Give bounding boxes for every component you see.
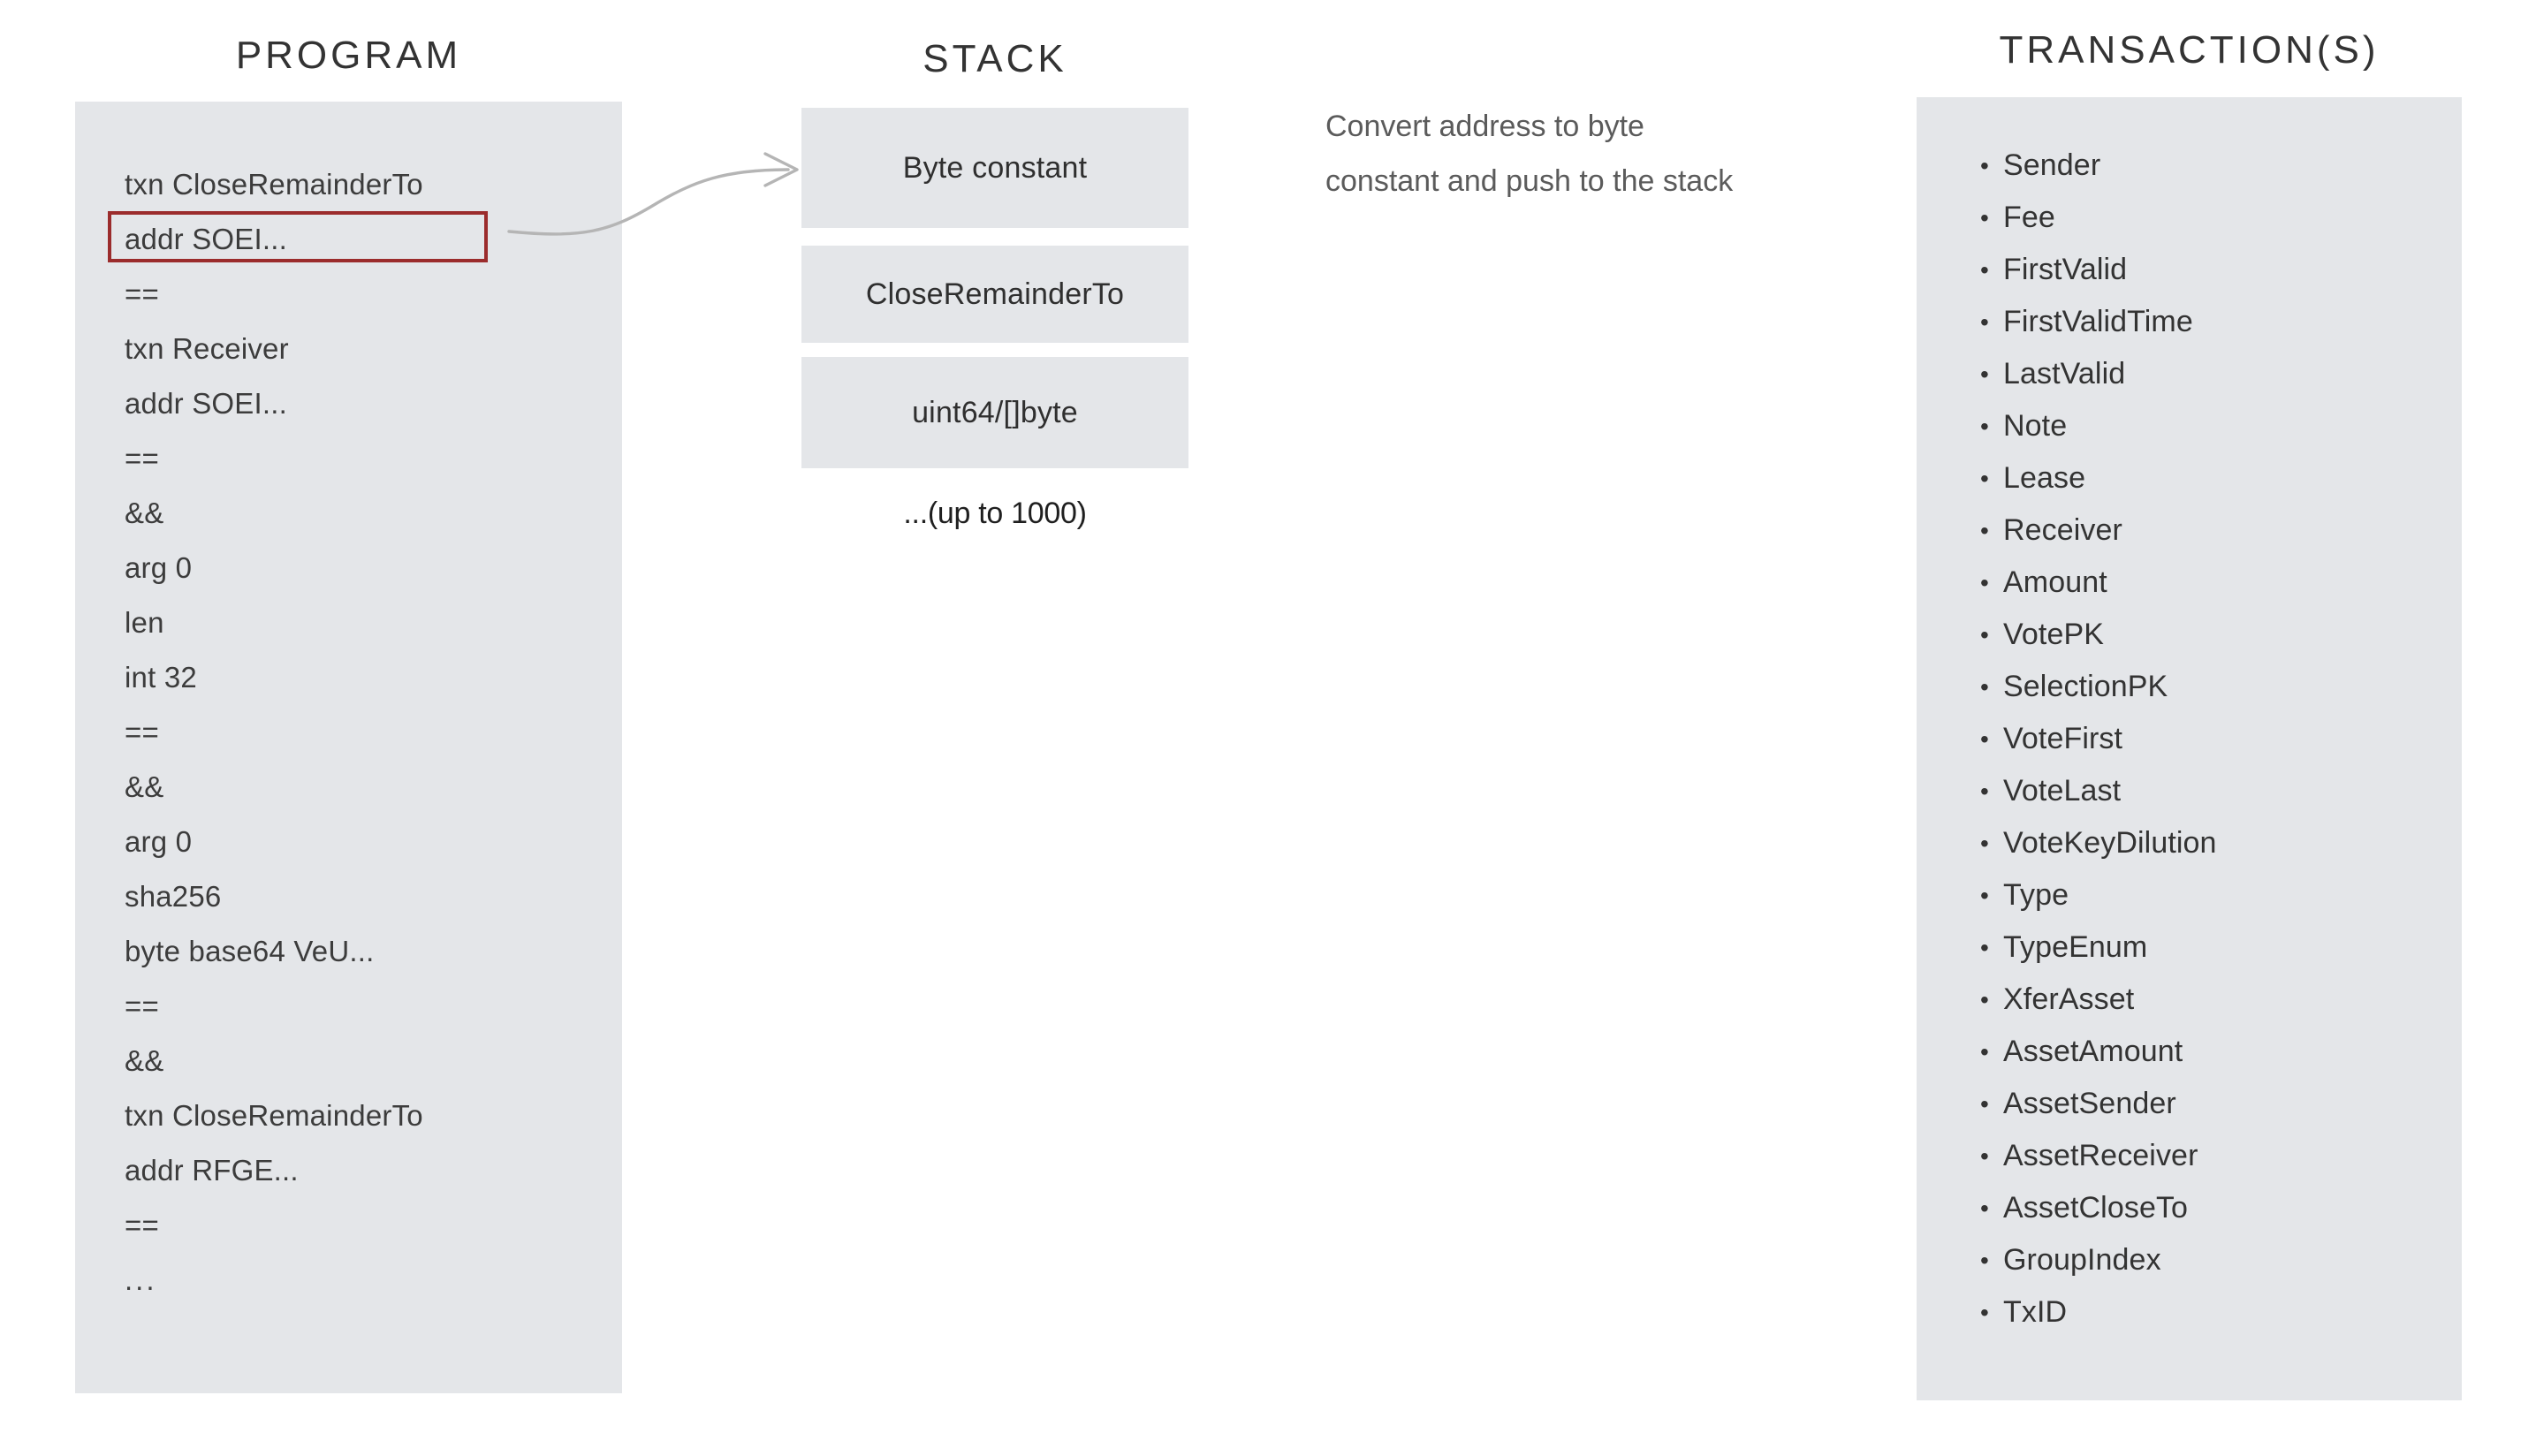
program-code-line-text: && xyxy=(125,497,164,529)
program-code-line-text: == xyxy=(125,990,159,1022)
program-code-line-text: addr SOEI... xyxy=(125,223,287,255)
program-code-line-text: == xyxy=(125,1209,159,1241)
transaction-field-item: Receiver xyxy=(1980,504,2462,557)
program-code-line: == xyxy=(125,267,622,322)
transaction-field-item: VoteLast xyxy=(1980,765,2462,817)
transaction-field-list: SenderFeeFirstValidFirstValidTimeLastVal… xyxy=(1917,97,2462,1338)
program-code-line-text: int 32 xyxy=(125,661,197,694)
program-code-line: arg 0 xyxy=(125,541,622,595)
transaction-field-item: LastValid xyxy=(1980,348,2462,400)
program-code-line-text: == xyxy=(125,277,159,310)
transaction-field-item: AssetCloseTo xyxy=(1980,1182,2462,1234)
program-code-line-text: arg 0 xyxy=(125,551,193,584)
program-code-line-text: && xyxy=(125,770,164,803)
program-code-line: arg 0 xyxy=(125,815,622,869)
program-code-line: addr RFGE... xyxy=(125,1143,622,1198)
program-code-line: && xyxy=(125,760,622,815)
stack-column-title: STACK xyxy=(923,37,1067,80)
transaction-field-item: Sender xyxy=(1980,140,2462,192)
program-code-line-highlighted: addr SOEI... xyxy=(108,211,622,267)
program-code-line-text: txn CloseRemainderTo xyxy=(125,168,423,201)
transaction-field-item: AssetReceiver xyxy=(1980,1130,2462,1182)
stack-item-uint64-bytes: uint64/[]byte xyxy=(801,357,1188,468)
program-code-line: byte base64 VeU... xyxy=(125,924,622,979)
program-code-line-text: byte base64 VeU... xyxy=(125,935,375,967)
program-code-line-text: && xyxy=(125,1044,164,1077)
transaction-field-item: FirstValid xyxy=(1980,244,2462,296)
program-code-line-text: len xyxy=(125,606,164,639)
transaction-field-item: AssetAmount xyxy=(1980,1026,2462,1078)
transaction-field-item: GroupIndex xyxy=(1980,1234,2462,1286)
stack-capacity-note: ...(up to 1000) xyxy=(903,497,1087,530)
program-code-line: == xyxy=(125,705,622,760)
annotation-note: Convert address to byte constant and pus… xyxy=(1325,99,1873,209)
transaction-field-item: SelectionPK xyxy=(1980,661,2462,713)
program-code-line: txn CloseRemainderTo xyxy=(125,157,622,212)
program-code-line: int 32 xyxy=(125,650,622,705)
annotation-line-1: Convert address to byte xyxy=(1325,110,1644,143)
transaction-field-item: Type xyxy=(1980,869,2462,921)
transaction-field-item: VotePK xyxy=(1980,609,2462,661)
transactions-column-title: TRANSACTION(S) xyxy=(1999,28,2380,72)
program-code-line-text: txn Receiver xyxy=(125,332,289,365)
program-code-line: == xyxy=(125,1198,622,1253)
annotation-line-2: constant and push to the stack xyxy=(1325,164,1734,198)
transaction-field-item: AssetSender xyxy=(1980,1078,2462,1130)
program-panel: txn CloseRemainderTo addr SOEI... == txn Re… xyxy=(75,102,622,1393)
program-code-line-text: == xyxy=(125,442,159,474)
transaction-field-item: VoteFirst xyxy=(1980,713,2462,765)
transaction-field-item: VoteKeyDilution xyxy=(1980,817,2462,869)
transaction-field-item: Fee xyxy=(1980,192,2462,244)
program-code-line: addr SOEI... xyxy=(125,376,622,431)
transaction-field-item: TxID xyxy=(1980,1286,2462,1338)
program-code-line: txn CloseRemainderTo xyxy=(125,1088,622,1143)
transaction-field-item: Lease xyxy=(1980,452,2462,504)
transactions-panel: SenderFeeFirstValidFirstValidTimeLastVal… xyxy=(1917,97,2462,1400)
program-column-title: PROGRAM xyxy=(235,34,462,77)
transaction-field-item: FirstValidTime xyxy=(1980,296,2462,348)
program-code-line: && xyxy=(125,486,622,541)
program-code-line: && xyxy=(125,1034,622,1088)
program-code-line-text: sha256 xyxy=(125,880,222,913)
program-code-list: txn CloseRemainderTo addr SOEI... == txn Re… xyxy=(75,102,622,1308)
program-code-line-text: addr RFGE... xyxy=(125,1154,299,1187)
program-code-line: len xyxy=(125,595,622,650)
transaction-field-item: TypeEnum xyxy=(1980,921,2462,974)
program-code-line: ... xyxy=(125,1253,622,1308)
program-code-line-text: ... xyxy=(125,1263,157,1296)
program-code-line-text: == xyxy=(125,716,159,748)
program-code-line-text: addr SOEI... xyxy=(125,387,287,420)
transaction-field-item: XferAsset xyxy=(1980,974,2462,1026)
program-code-line: == xyxy=(125,431,622,486)
program-code-line-text: txn CloseRemainderTo xyxy=(125,1099,423,1132)
transaction-field-item: Amount xyxy=(1980,557,2462,609)
stack-item-byte-constant: Byte constant xyxy=(801,108,1188,228)
program-code-line: sha256 xyxy=(125,869,622,924)
program-code-line: == xyxy=(125,979,622,1034)
stack-item-close-remainder-to: CloseRemainderTo xyxy=(801,246,1188,343)
program-code-line: txn Receiver xyxy=(125,322,622,376)
program-code-line-text: arg 0 xyxy=(125,825,193,858)
transaction-field-item: Note xyxy=(1980,400,2462,452)
